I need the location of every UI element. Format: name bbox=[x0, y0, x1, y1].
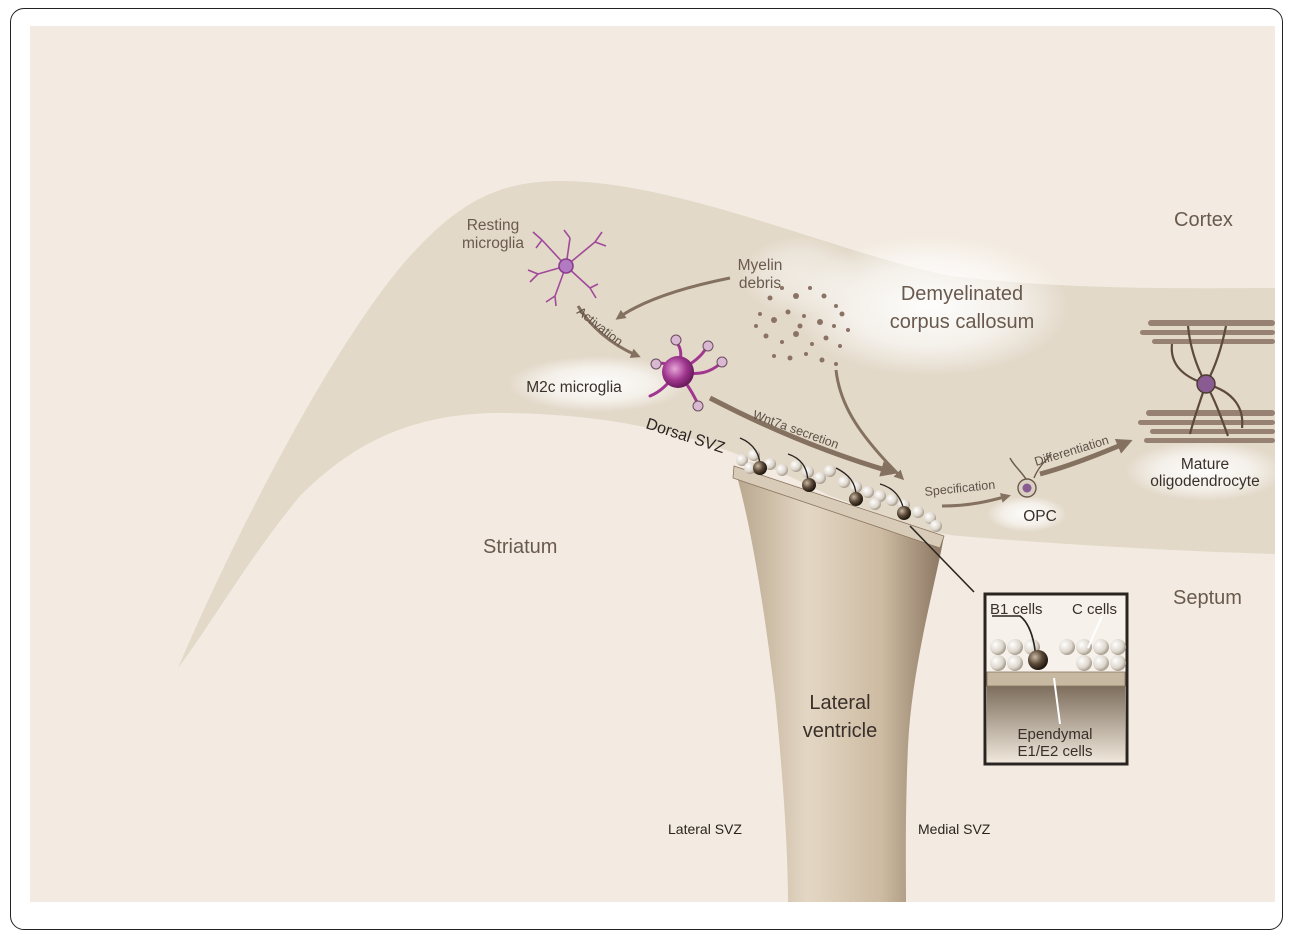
resting-microglia-label-1: Resting bbox=[467, 217, 520, 234]
inset-b1-cell bbox=[1028, 650, 1048, 670]
opc-label: OPC bbox=[1023, 508, 1057, 525]
oligodendrocyte-label: oligodendrocyte bbox=[1150, 473, 1259, 490]
debris-label: debris bbox=[739, 275, 781, 292]
b1-cells-label: B1 cells bbox=[990, 601, 1043, 618]
svz-diagram: Cortex Striatum Septum Demyelinated corp… bbox=[30, 26, 1275, 902]
septum-label: Septum bbox=[1173, 587, 1242, 609]
lateral-svz-label: Lateral SVZ bbox=[668, 821, 742, 837]
c-cells-label: C cells bbox=[1072, 601, 1117, 618]
cortex-label: Cortex bbox=[1174, 209, 1233, 231]
striatum-label: Striatum bbox=[483, 536, 557, 558]
m2c-microglia-label: M2c microglia bbox=[526, 379, 622, 396]
ependymal-label-1: Ependymal bbox=[1017, 726, 1092, 743]
mature-label: Mature bbox=[1181, 456, 1229, 473]
inset-ependymal-layer bbox=[987, 672, 1125, 686]
myelin-label: Myelin bbox=[738, 257, 783, 274]
lateral-ventricle-label-1: Lateral bbox=[809, 692, 870, 714]
medial-svz-label: Medial SVZ bbox=[918, 821, 991, 837]
resting-microglia-label-2: microglia bbox=[462, 235, 524, 252]
demyelinated-label: Demyelinated bbox=[901, 283, 1023, 305]
corpus-callosum-label: corpus callosum bbox=[890, 311, 1035, 333]
ependymal-label-2: E1/E2 cells bbox=[1017, 743, 1092, 760]
lateral-ventricle-label-2: ventricle bbox=[803, 720, 877, 742]
diagram-canvas: Cortex Striatum Septum Demyelinated corp… bbox=[30, 26, 1275, 902]
